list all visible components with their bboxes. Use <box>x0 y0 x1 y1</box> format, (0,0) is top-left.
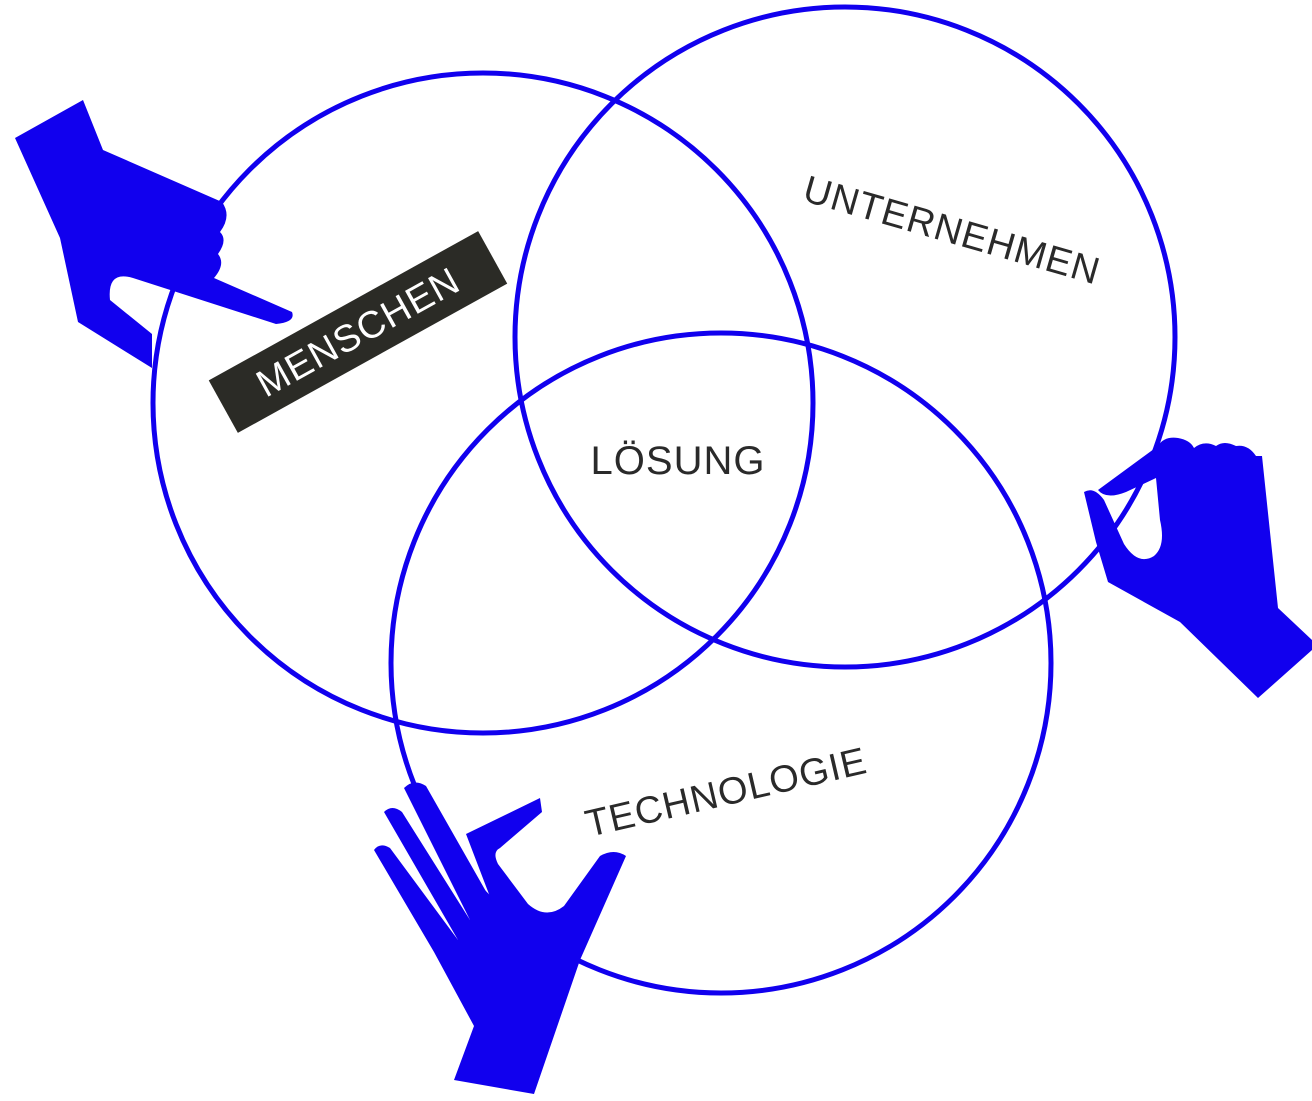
circle-technologie <box>388 330 1054 996</box>
open-hand-icon <box>374 782 626 1094</box>
label-unternehmen: UNTERNEHMEN <box>799 169 1105 294</box>
label-loesung: LÖSUNG <box>591 439 766 483</box>
pinching-hand-icon <box>1084 437 1312 698</box>
label-menschen-box <box>208 231 508 433</box>
circle-unternehmen <box>512 4 1178 670</box>
circle-menschen <box>150 70 816 736</box>
label-menschen: MENSCHEN <box>250 260 468 406</box>
pointing-hand-icon <box>15 100 293 368</box>
label-menschen-group: MENSCHEN <box>208 231 508 433</box>
label-technologie: TECHNOLOGIE <box>581 740 871 846</box>
